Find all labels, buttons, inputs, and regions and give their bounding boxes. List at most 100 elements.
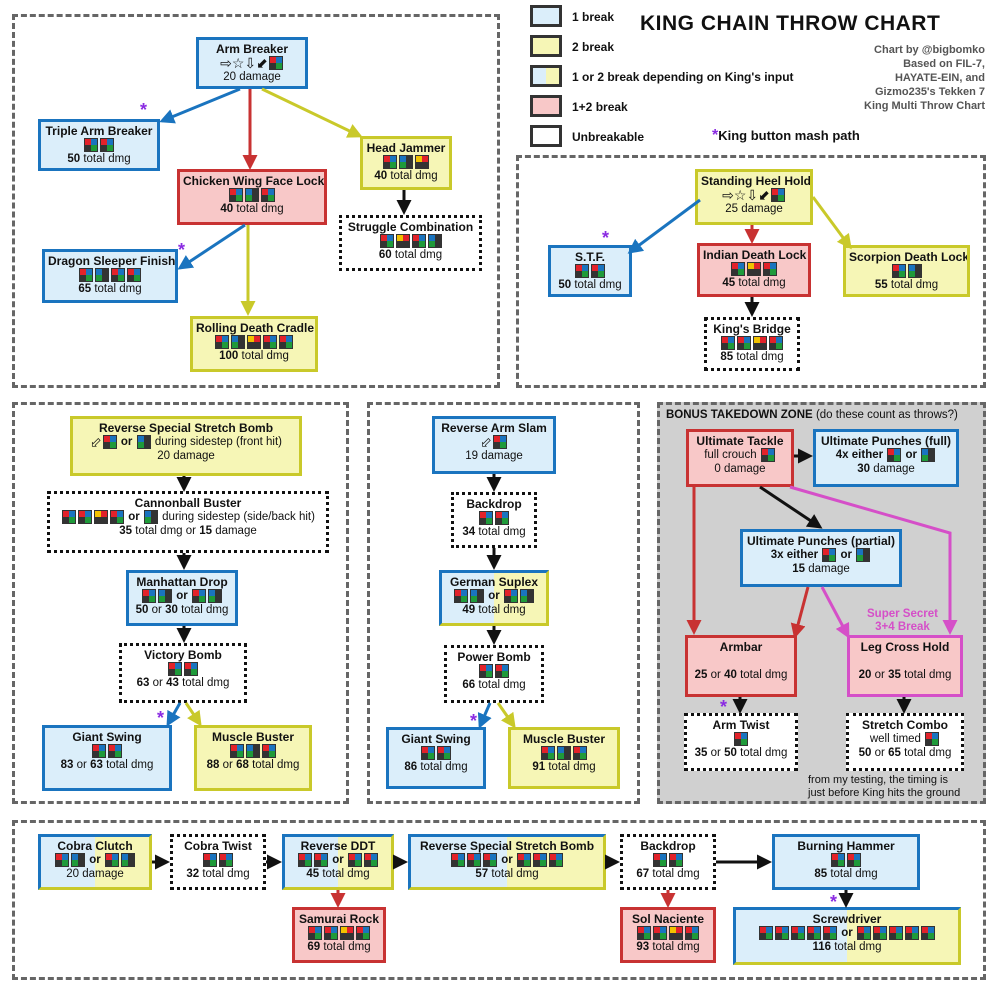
button-icon [395,234,410,248]
node-ultimate-punches-partial: Ultimate Punches (partial) 3x either or … [740,529,902,587]
super-secret-line: 3+4 Break [875,621,930,633]
node-title: Giant Swing [401,732,471,746]
node-giant-swing-a: Giant Swing 83 or 63 total dmg [42,725,172,791]
input-row: 4x either or [819,448,953,462]
star-icon: ☆ [231,55,245,71]
node-title: Backdrop [640,839,696,853]
button-icon [245,188,259,202]
button-icon [246,744,260,758]
button-row [514,746,614,760]
button-row [690,732,792,746]
super-secret-line: Super Secret [867,608,938,620]
arrow-down-left-icon: ⬃ [480,434,492,450]
node-leg-cross-hold: Leg Cross Hold 20 or 35 total dmg [847,635,963,697]
button-icon [230,744,244,758]
node-damage: 40 total dmg [374,170,438,183]
node-damage: 85 total dmg [814,868,878,881]
node-title: Reverse Special Stretch Bomb [98,421,274,435]
node-damage: 20 damage [66,868,124,881]
node-muscle-buster-a: Muscle Buster 88 or 68 total dmg [194,725,312,791]
legend-swatch-1-plus-2-break [530,95,562,117]
mash-star-icon: * [470,711,478,731]
section-standing-heel [516,155,986,388]
button-icon [541,746,555,760]
arrow-down-icon: ⇩ [746,187,759,203]
button-icon [363,853,378,867]
button-row [703,262,805,276]
node-damage: 20 damage [157,450,215,463]
button-icon [653,926,667,940]
node-damage: 45 total dmg [306,868,370,881]
button-row [778,853,914,867]
node-title: Backdrop [466,497,522,511]
section-rssb [12,402,349,804]
button-icon [399,155,413,169]
bonus-heading: BONUS TAKEDOWN ZONE [666,409,813,421]
node-damage: 65 total dmg [78,283,142,296]
node-damage: 50 or 65 total dmg [858,747,952,760]
button-icon [573,746,587,760]
mash-star-icon: * [140,100,148,120]
node-dragon-sleeper-finish: Dragon Sleeper Finish 65 total dmg [42,249,178,303]
button-icon [831,853,845,867]
button-row [48,744,166,758]
button-icon [847,853,861,867]
node-reverse-ddt: Reverse DDT or 45 total dmg [282,834,394,890]
button-icon [519,589,534,603]
button-icon [111,268,125,282]
button-icon [492,435,507,449]
button-icon [775,926,790,940]
mash-star-icon: * [602,228,610,248]
button-icon [102,435,117,449]
input-row: or [414,853,600,867]
node-damage: 55 total dmg [874,279,939,292]
button-icon [207,589,222,603]
node-damage: 35 total dmg or 15 damage [119,525,257,538]
node-title: Muscle Buster [211,730,295,744]
legend-2-break: 2 break [572,40,615,54]
node-damage: 67 total dmg [636,868,700,881]
button-row [626,926,710,940]
node-title: Ultimate Tackle [696,434,784,448]
node-power-bomb: Power Bomb 66 total dmg [444,645,544,703]
node-damage: 25 or 40 total dmg [694,669,788,681]
node-title: Arm Breaker [215,42,289,56]
button-icon [532,853,547,867]
node-title: Cannonball Buster [134,496,242,510]
node-title: Muscle Buster [522,732,606,746]
button-row [176,853,260,867]
button-icon [79,268,93,282]
button-row [345,234,476,248]
node-title: Leg Cross Hold [860,640,950,654]
node-damage: 100 total dmg [219,350,289,363]
button-icon [231,335,245,349]
node-damage: 83 or 63 total dmg [60,759,154,772]
node-damage: 20 or 35 total dmg [858,669,952,681]
button-icon [516,853,531,867]
button-icon [470,589,485,603]
button-icon [495,664,509,678]
node-damage: 15 damage [792,563,850,576]
input-note: during sidestep (side/back hit) [162,511,315,524]
button-icon [763,262,777,276]
input-row: or [739,926,955,940]
node-title: Cobra Clutch [57,839,133,853]
node-damage: 63 or 43 total dmg [136,677,230,690]
button-icon [78,510,93,524]
node-cobra-clutch: Cobra Clutch or 20 damage [38,834,152,890]
button-icon [856,548,871,562]
node-stf: S.T.F. 50 total dmg [548,245,632,297]
button-row [48,268,172,282]
button-icon [483,853,498,867]
button-row [849,264,964,278]
button-icon [421,746,435,760]
or-label: or [176,590,188,603]
node-damage: 25 damage [725,203,783,216]
node-arm-breaker: Arm Breaker ⇨☆⇩⬋ 20 damage [196,37,308,89]
node-damage: 88 or 68 total dmg [206,759,300,772]
node-rolling-death-cradle: Rolling Death Cradle 100 total dmg [190,316,318,372]
input-sequence: ⇨☆⇩⬋ [202,56,302,70]
credit-line: King Multi Throw Chart [864,100,985,112]
node-title: Reverse Special Stretch Bomb [419,839,595,853]
button-icon [891,264,906,278]
